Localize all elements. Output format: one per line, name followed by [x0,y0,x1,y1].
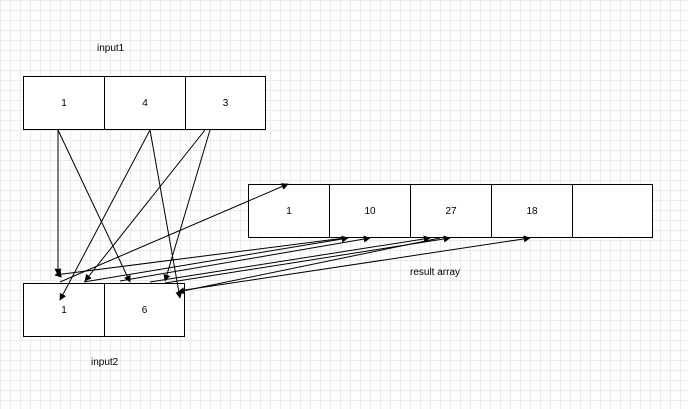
arrow-to-result-27-a [149,235,431,283]
input1-cell-0: 1 [23,76,105,130]
input1-cell-2: 3 [185,76,266,130]
result-cell-4 [572,184,653,238]
input2-cell-1: 6 [104,283,185,337]
arrow-to-result-27-b [164,235,451,284]
result-cell-2: 27 [410,184,492,238]
result-cell-0: 1 [248,184,330,238]
arrow-i1c1-to-i2c1 [149,129,183,299]
input2-label: input2 [91,357,119,368]
arrow-i1c2-to-i2c0 [84,129,206,282]
input1-label: input1 [97,43,125,54]
arrow-result-to-i2c0 [54,237,346,278]
input2-cell-0: 1 [23,283,105,337]
result-cell-1: 10 [329,184,411,238]
arrow-to-result-18 [184,235,531,291]
arrow-i1c1-to-i2c0 [59,129,151,301]
input1-cell-1: 4 [104,76,186,130]
result-array-label: result array [410,267,461,278]
arrow-i1c2-to-i2c1 [163,129,211,282]
arrow-result-to-i2c1 [177,237,441,295]
arrow-to-result-10-a [83,235,349,283]
arrow-i1c0-to-i2c1 [57,129,131,283]
result-cell-3: 18 [491,184,573,238]
arrow-to-result-10-b [119,235,371,282]
